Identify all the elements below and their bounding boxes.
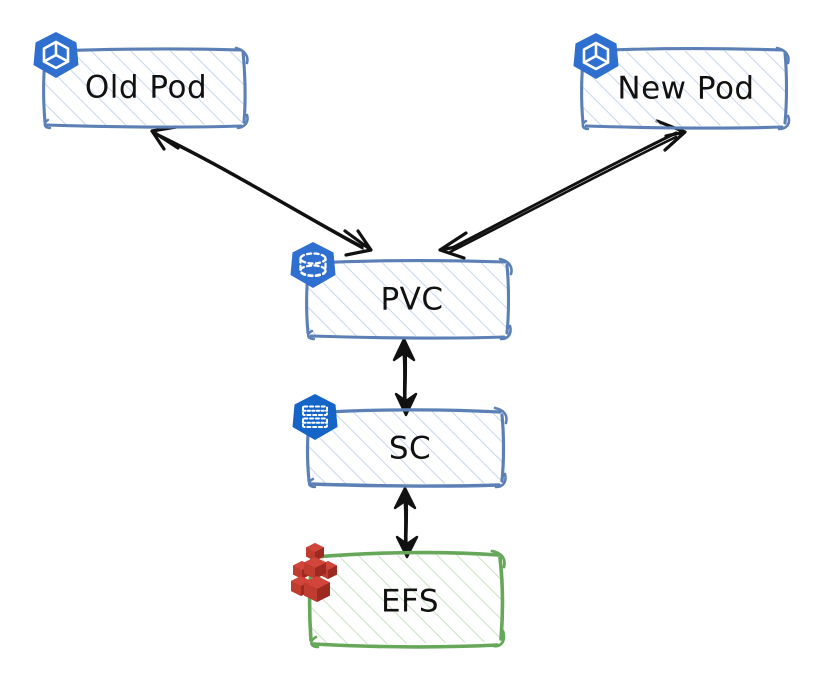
efs-border-top — [313, 550, 500, 559]
old-pod-label: Old Pod — [85, 70, 207, 106]
kubernetes-pod-icon — [573, 33, 619, 79]
sc-label: SC — [389, 431, 431, 467]
sc-fill — [308, 410, 503, 485]
kubernetes-storageclass-icon — [292, 394, 338, 440]
node-old-pod[interactable]: Old Pod — [33, 32, 249, 130]
edge-sc-efs[interactable] — [393, 486, 419, 559]
kubernetes-pod-icon — [33, 32, 79, 78]
aws-efs-icon — [291, 543, 337, 602]
pvc-fill — [307, 261, 508, 337]
edge-pvc-sc[interactable] — [392, 337, 418, 417]
pvc-border-bottom — [309, 334, 506, 340]
node-new-pod[interactable]: New Pod — [573, 33, 791, 131]
pvc-label: PVC — [380, 282, 443, 318]
edge-new-pod-pvc[interactable] — [438, 119, 687, 260]
kubernetes-pvc-icon — [290, 242, 336, 288]
old-pod-fill — [44, 50, 245, 126]
sc-border-right — [500, 413, 506, 483]
new-pod-border-right — [783, 51, 789, 125]
node-pvc[interactable]: PVC — [290, 242, 513, 341]
new-pod-label: New Pod — [617, 71, 754, 107]
sc-border-bottom — [309, 482, 501, 488]
efs-fill — [310, 553, 502, 645]
edge-old-pod-pvc[interactable] — [150, 125, 373, 257]
old-pod-border-right — [241, 50, 247, 124]
new-pod-border-bottom — [584, 124, 784, 130]
efs-border-right — [498, 556, 505, 641]
efs-border-bottom — [312, 642, 499, 649]
pvc-border-right — [505, 263, 511, 335]
efs-label: EFS — [381, 584, 439, 620]
node-sc[interactable]: SC — [292, 394, 508, 489]
node-efs[interactable]: EFS — [291, 543, 506, 649]
new-pod-fill — [582, 50, 786, 127]
old-pod-border-bottom — [45, 123, 243, 129]
